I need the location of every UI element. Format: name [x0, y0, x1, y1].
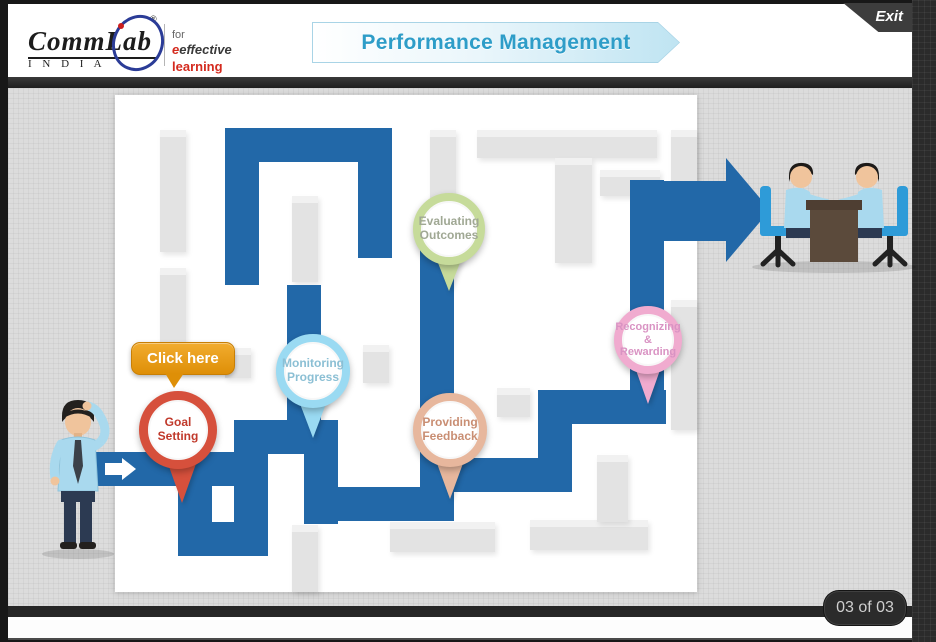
pin-label-line: Providing: [422, 415, 478, 430]
pin-label-line: Outcomes: [419, 228, 479, 242]
tagline-learning: learning: [172, 59, 223, 75]
pin-label-line: Recognizing: [615, 321, 681, 334]
maze-exit-arrow-shaft: [630, 181, 726, 241]
maze-wall: [597, 455, 628, 522]
tagline-for: for: [172, 29, 185, 41]
table-top: [806, 200, 862, 210]
pin-circle: Providing Feedback: [413, 393, 487, 467]
header-bar: CommLab I N D I A ® for eeffective learn…: [8, 4, 912, 77]
meeting-person-right: [835, 162, 908, 268]
maze-wall: [160, 130, 186, 252]
confused-employee-illustration: [42, 400, 114, 559]
title-banner: Performance Management: [312, 22, 680, 63]
tagline-effective: eeffective: [172, 42, 232, 57]
maze-wall: [363, 345, 389, 383]
pin-label-line: &: [644, 333, 652, 346]
pin-circle: Goal Setting: [139, 391, 217, 469]
man-shoe: [79, 542, 96, 549]
maze-wall: [530, 520, 648, 550]
maze-wall: [497, 388, 530, 417]
header-separator: [8, 77, 912, 88]
maze-wall: [292, 196, 318, 282]
maze-wall: [292, 525, 318, 592]
pin-label-line: Monitoring: [282, 356, 344, 371]
slide-stage: Goal Setting Monitoring Progress Evaluat…: [8, 88, 916, 606]
pin-label-line: Feedback: [422, 429, 478, 443]
footer-bar: [8, 617, 912, 640]
page-indicator-text: 03 of 03: [836, 599, 894, 616]
maze-path-segment: [358, 128, 392, 258]
logo-wordmark: CommLab: [28, 26, 157, 59]
window-frame-right: [912, 0, 936, 642]
pin-goal-setting[interactable]: Goal Setting: [139, 391, 217, 503]
pin-providing-feedback[interactable]: Providing Feedback: [413, 393, 487, 499]
man-face: [65, 408, 91, 436]
maze-wall: [160, 268, 186, 344]
pin-label-line: Progress: [286, 370, 340, 384]
logo-tagline: for eeffective learning: [172, 28, 252, 76]
pin-circle: Monitoring Progress: [276, 334, 350, 408]
maze-wall: [555, 158, 592, 263]
exit-button-label: Exit: [875, 8, 903, 25]
pin-monitoring-progress[interactable]: Monitoring Progress: [276, 334, 350, 438]
maze-path-segment: [225, 128, 259, 285]
tagline-word1: effective: [179, 42, 232, 58]
pin-circle: Recognizing & Rewarding: [614, 306, 682, 374]
meeting-illustration: [752, 162, 916, 273]
title-banner-inner: Performance Management: [313, 23, 679, 62]
pin-label-line: Rewarding: [619, 346, 677, 359]
pin-label-line: Setting: [157, 429, 199, 443]
pin-label-line: Goal: [164, 415, 192, 430]
footer-separator: [8, 606, 912, 617]
meeting-person-left: [760, 162, 833, 268]
logo-subtext: I N D I A: [28, 58, 106, 70]
pin-evaluating-outcomes[interactable]: Evaluating Outcomes: [413, 193, 485, 291]
callout-tail-icon: [165, 373, 184, 388]
man-raised-arm: [83, 401, 110, 451]
man-shoe: [60, 542, 77, 549]
maze: Goal Setting Monitoring Progress Evaluat…: [96, 95, 770, 592]
click-here-callout[interactable]: Click here: [131, 342, 235, 388]
man-pants: [61, 491, 95, 502]
maze-wall: [390, 522, 495, 552]
pin-label-line: Evaluating: [418, 214, 480, 229]
click-here-label: Click here: [147, 350, 219, 367]
registered-mark-icon: ®: [150, 14, 157, 24]
table-body: [810, 210, 858, 262]
entrance-arrow-tip-icon: [122, 458, 136, 480]
maze-path-segment: [304, 487, 438, 521]
logo-orbit-icon: [111, 14, 165, 72]
page-indicator-badge: 03 of 03: [824, 591, 906, 625]
pin-recognizing-rewarding[interactable]: Recognizing & Rewarding: [614, 306, 682, 404]
page-title: Performance Management: [361, 30, 631, 54]
maze-wall: [477, 130, 657, 158]
pin-circle: Evaluating Outcomes: [413, 193, 485, 265]
commlab-logo: CommLab I N D I A ® for eeffective learn…: [22, 12, 252, 74]
man-tie: [73, 440, 83, 484]
logo-divider: [164, 24, 165, 66]
tagline-accent-letter: e: [172, 42, 180, 58]
entrance-arrow-icon: [105, 463, 122, 475]
